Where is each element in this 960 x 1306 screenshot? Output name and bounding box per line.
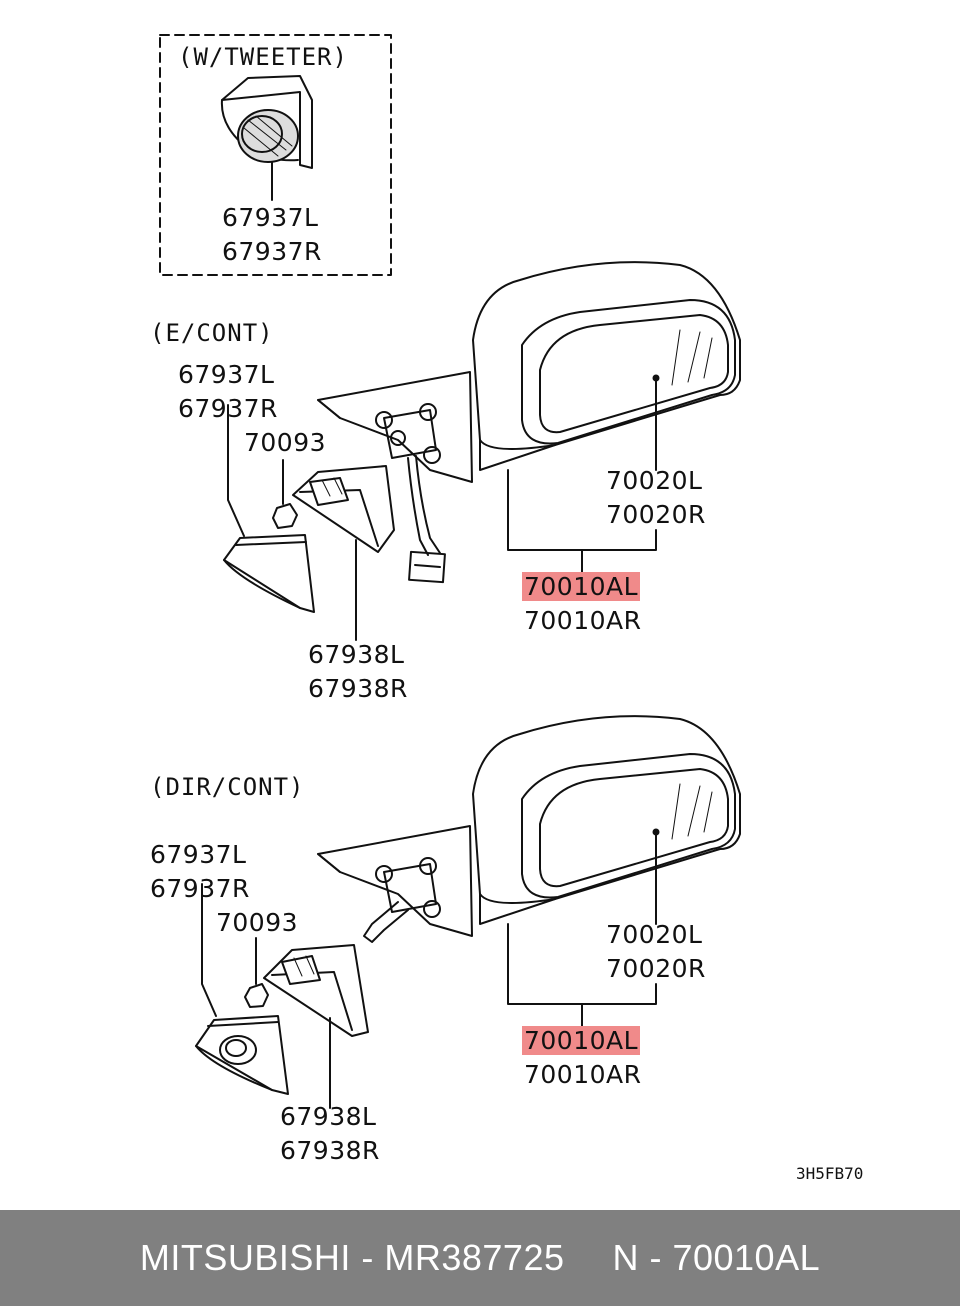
econt-cover-l-label: 67937L <box>178 360 275 389</box>
dircont-glass-r-label: 70020R <box>606 954 706 983</box>
footer-ref: N - 70010AL <box>612 1237 821 1278</box>
section-dircont-label: (DIR/CONT) <box>150 773 305 801</box>
dircont-nut-label: 70093 <box>216 908 299 937</box>
econt-mirror-l-label: 70010AL <box>522 572 641 602</box>
dircont-bracket-r-label: 67938R <box>280 1136 380 1165</box>
parts-diagram: (W/TWEETER) (E/CONT) (DIR/CONT) 67937L 6… <box>150 34 864 1183</box>
dircont-cover <box>195 883 289 1095</box>
tweeter-part-l: 67937L <box>222 203 319 232</box>
econt-mirror-r-label: 70010AR <box>524 606 642 635</box>
tweeter-part-r: 67937R <box>222 237 322 266</box>
econt-bracket <box>292 465 395 641</box>
section-econt-label: (E/CONT) <box>150 319 274 347</box>
dircont-mirror-r-label: 70010AR <box>524 1060 642 1089</box>
dircont-mirror-l-label: 70010AL <box>522 1026 641 1056</box>
econt-cover <box>223 404 315 613</box>
econt-mirror-assembly <box>317 261 741 584</box>
econt-cover-r-label: 67937R <box>178 394 278 423</box>
econt-bracket-r-label: 67938R <box>308 674 408 703</box>
section-tweeter-label: (W/TWEETER) <box>178 43 348 71</box>
dircont-cover-l-label: 67937L <box>150 840 247 869</box>
highlighted-part-number: 70010AL <box>522 572 641 601</box>
dircont-glass-l-label: 70020L <box>606 920 703 949</box>
econt-nut <box>272 459 298 529</box>
econt-glass-r-label: 70020R <box>606 500 706 529</box>
dircont-bracket-l-label: 67938L <box>280 1102 377 1131</box>
econt-bracket-l-label: 67938L <box>308 640 405 669</box>
dircont-nut <box>244 937 269 1008</box>
econt-glass-l-label: 70020L <box>606 466 703 495</box>
footer-brand-part: MITSUBISHI - MR387725 <box>139 1237 565 1278</box>
dircont-cover-r-label: 67937R <box>150 874 250 903</box>
dircont-bracket <box>263 944 369 1109</box>
footer-bar: MITSUBISHI - MR387725 N - 70010AL <box>0 1210 960 1306</box>
diagram-drawing <box>159 34 741 1109</box>
tweeter-dashed-box <box>159 34 392 276</box>
diagram-code: 3H5FB70 <box>796 1164 864 1183</box>
tweeter-part <box>220 75 313 201</box>
econt-nut-label: 70093 <box>244 428 327 457</box>
highlighted-part-number: 70010AL <box>522 1026 641 1055</box>
dircont-mirror-assembly <box>317 715 741 1027</box>
